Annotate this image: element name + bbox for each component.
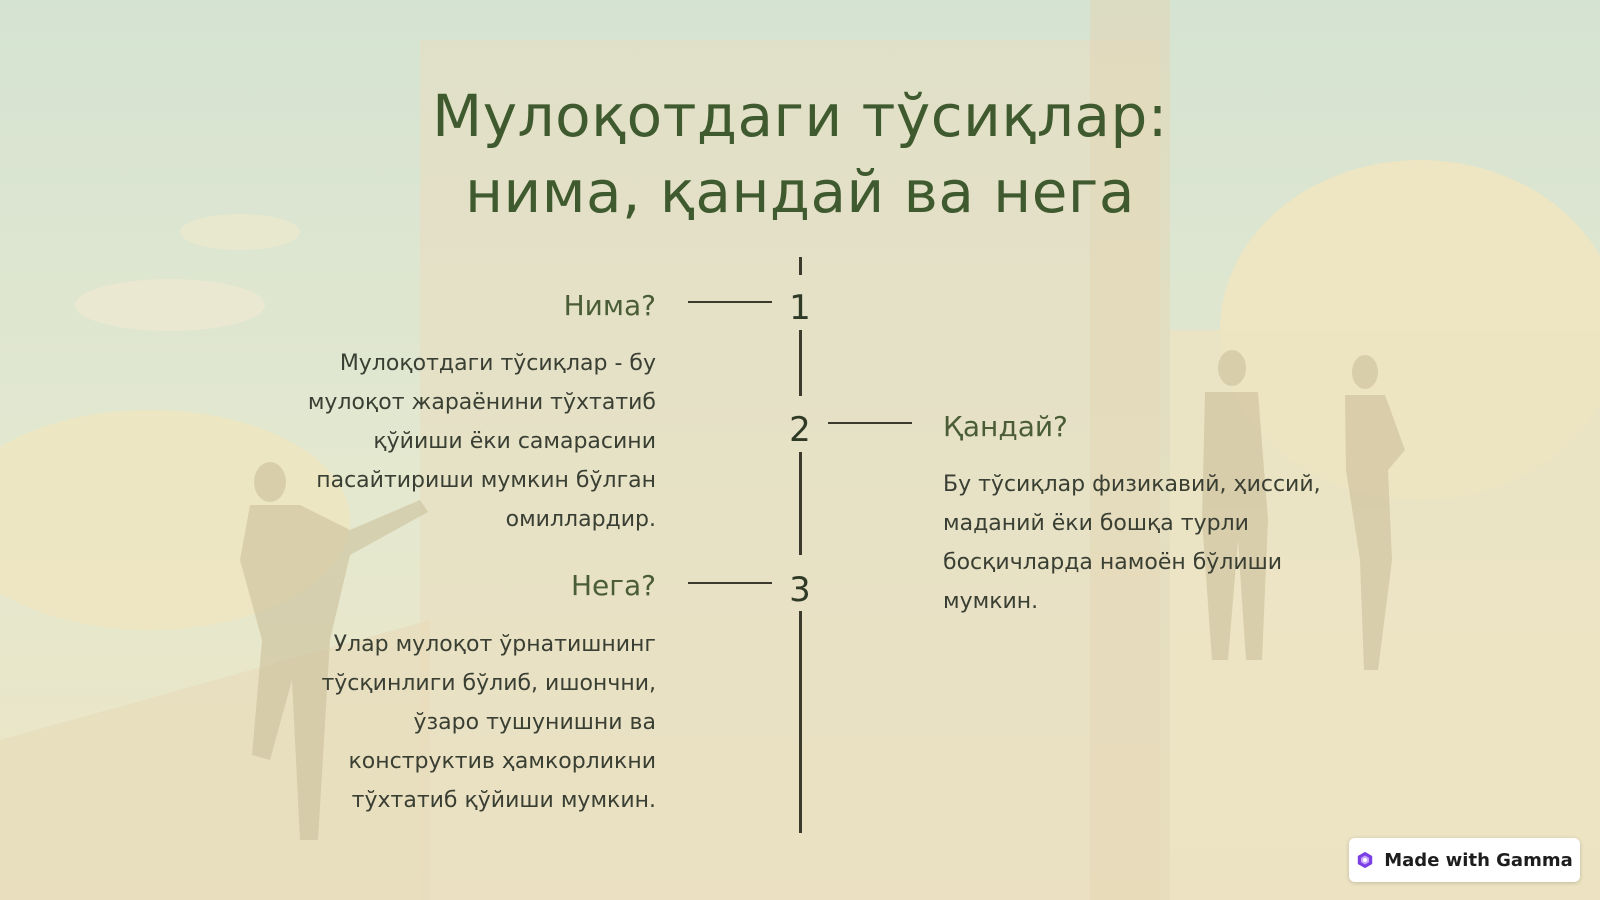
step-number-1: 1 — [789, 288, 811, 328]
slide-title: Мулоқотдаги тўсиқлар: нима, қандай ва не… — [300, 78, 1300, 230]
step-heading-1: Нима? — [563, 289, 656, 322]
timeline-segment-2-3 — [799, 452, 802, 555]
step-number-3: 3 — [789, 570, 811, 610]
made-with-gamma-label: Made with Gamma — [1384, 849, 1573, 871]
step-text-3: Улар мулоқот ўрнатишнинг тўсқинлиги бўли… — [321, 632, 656, 813]
slide-title-line-1: Мулоқотдаги тўсиқлар: — [432, 82, 1168, 150]
step-heading-3: Нега? — [570, 569, 656, 602]
made-with-gamma-badge[interactable]: Made with Gamma — [1349, 838, 1580, 882]
step-text-2: Бу тўсиқлар физикавий, ҳиссий, маданий ё… — [943, 472, 1321, 614]
timeline-segment-top — [799, 257, 802, 275]
timeline-segment-1-2 — [799, 330, 802, 396]
timeline-connector-2 — [828, 422, 912, 424]
timeline-segment-bottom — [799, 611, 802, 833]
step-text-1: Мулоқотдаги тўсиқлар - бу мулоқот жараён… — [307, 351, 656, 532]
timeline-connector-3 — [688, 582, 772, 584]
step-number-2: 2 — [789, 410, 811, 450]
timeline-connector-1 — [688, 301, 772, 303]
step-heading-2: Қандай? — [943, 410, 1068, 443]
gamma-logo-icon — [1358, 851, 1373, 869]
slide-title-line-2: нима, қандай ва нега — [465, 158, 1135, 226]
